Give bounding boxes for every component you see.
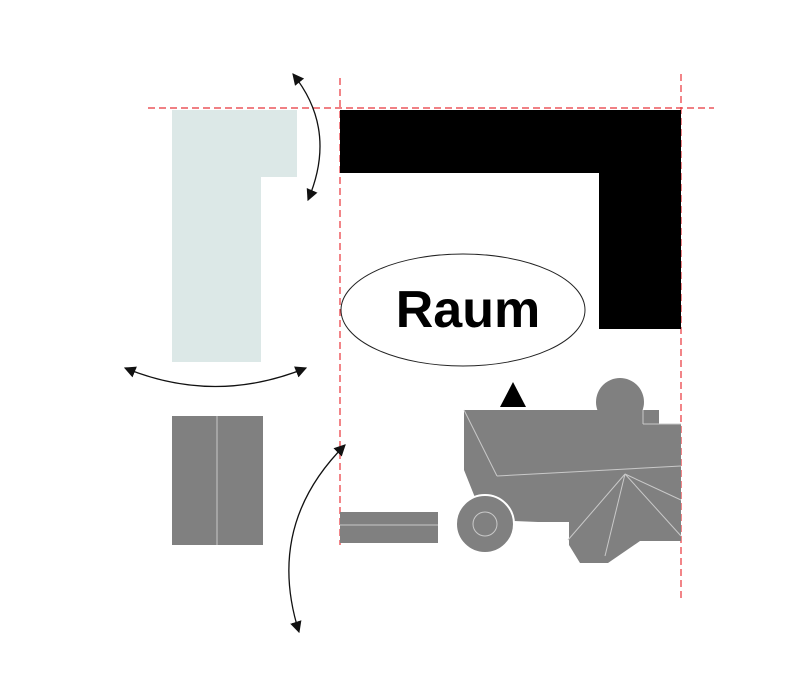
machine-seam-5 <box>567 473 626 541</box>
room-ellipse <box>340 253 586 367</box>
swing-arrow-middle <box>123 366 308 388</box>
machine-seam-2 <box>496 465 682 477</box>
machine-seam-8 <box>624 473 682 501</box>
direction-triangle <box>500 382 526 407</box>
wall-l-block <box>340 110 681 329</box>
machine-body <box>464 410 681 563</box>
machine-group <box>455 378 682 563</box>
swing-arrow-bottom <box>288 444 346 634</box>
machine-seam-7 <box>624 473 682 537</box>
machine-seam-6 <box>604 473 626 557</box>
machine-seam-1 <box>463 409 498 477</box>
room-label: Raum <box>396 281 540 339</box>
swing-arrow-top <box>292 73 321 202</box>
machine-wheel-hub <box>472 511 498 537</box>
bench-block <box>340 512 438 543</box>
light-l-block <box>172 110 297 362</box>
